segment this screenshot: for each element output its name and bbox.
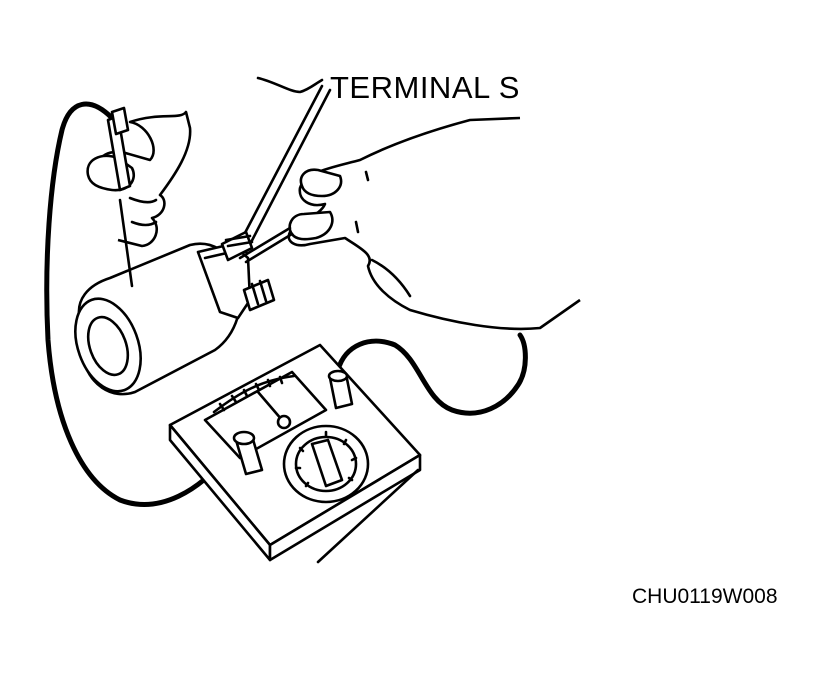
left-probe	[110, 106, 134, 288]
figure-code: CHU0119W008	[632, 585, 778, 608]
terminal-s-stud	[220, 230, 254, 262]
right-probe	[238, 226, 294, 264]
solenoid-body	[74, 242, 252, 396]
right-hand	[287, 116, 581, 331]
terminal-s-label: TERMINAL S	[330, 70, 520, 105]
needle-pivot	[276, 414, 292, 430]
left-test-lead-wire	[44, 101, 231, 507]
left-meter-jack	[232, 430, 264, 476]
right-test-lead-wire	[335, 332, 528, 416]
terminal-m-stud	[242, 278, 276, 312]
right-meter-jack	[327, 369, 354, 410]
multimeter	[168, 343, 422, 564]
selector-knob	[310, 438, 344, 488]
left-hand	[86, 110, 192, 248]
terminal-leader-line	[234, 76, 332, 254]
meter-needle	[256, 390, 284, 422]
